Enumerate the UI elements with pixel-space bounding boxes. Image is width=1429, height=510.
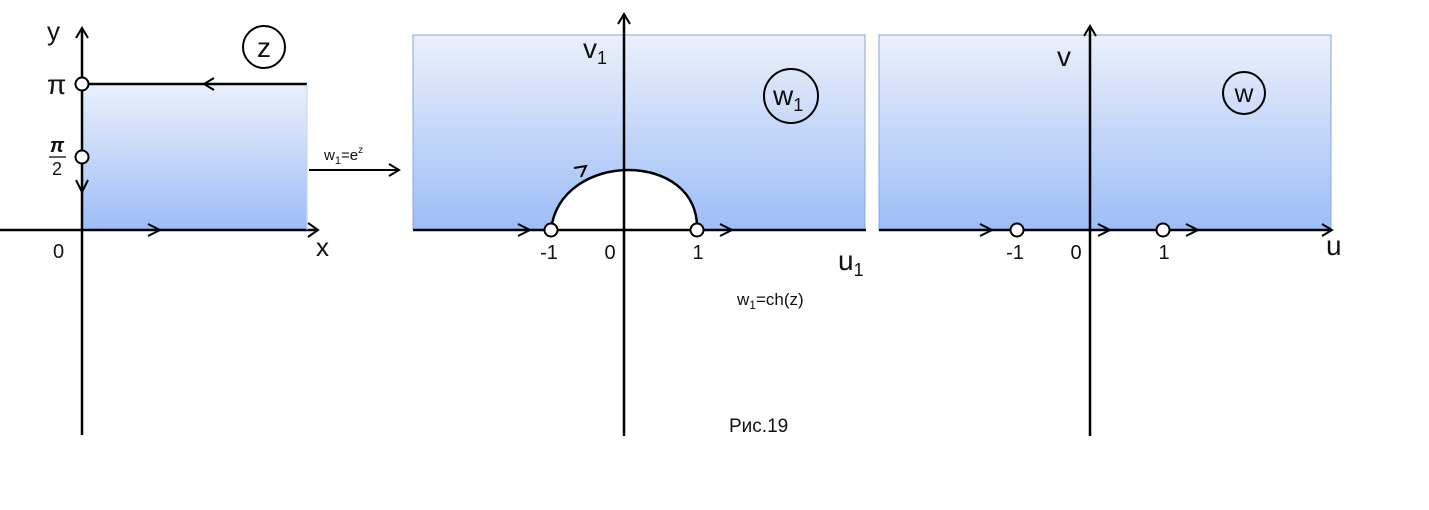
w1-plane-label: w1	[772, 80, 803, 115]
w-tick-minus1: -1	[1006, 242, 1024, 264]
w-axis-label-v: v	[1057, 41, 1071, 72]
w-v-axis-arrowhead	[1083, 24, 1097, 37]
w1-v-axis-arrowhead	[617, 12, 631, 25]
z-axis-label-y: y	[47, 16, 60, 46]
panel-z: z y x 0 π π 2	[0, 16, 329, 435]
z-tick-half-pi-den: 2	[52, 159, 62, 179]
w-plane-label: w	[1234, 78, 1254, 108]
mapping-exp-label: w1=ez	[323, 145, 363, 167]
mapping-exp: w1=ez	[309, 145, 401, 177]
z-bottom-direction-arrow	[147, 223, 163, 237]
z-plane-label-circle	[242, 25, 286, 69]
z-y-axis-arrowhead	[75, 26, 89, 39]
z-axis-label-x: x	[316, 232, 329, 262]
w-tick-0: 0	[1070, 242, 1081, 264]
w-point-1	[1155, 222, 1171, 238]
figure-caption: Рис.19	[729, 416, 788, 437]
z-plane-label: z	[257, 32, 271, 63]
w-plane-label-circle	[1222, 71, 1266, 115]
w-u-right-direction-arrow	[1185, 223, 1201, 237]
w-u-middle-direction-arrow	[1097, 223, 1113, 237]
z-origin-label: 0	[53, 241, 64, 263]
w1-point-minus1	[543, 222, 559, 238]
w1-tick-0: 0	[604, 242, 615, 264]
panel-w: w v u -1 0 1	[878, 24, 1342, 436]
w1-u-right-direction-arrow	[719, 223, 735, 237]
w1-semicircle-arc	[549, 168, 699, 231]
w-axis-label-u: u	[1326, 230, 1342, 261]
w1-axis-label-v: v1	[583, 33, 607, 68]
w1-tick-1: 1	[692, 242, 703, 264]
w-tick-1: 1	[1158, 242, 1169, 264]
z-tick-half-pi-num: π	[50, 135, 65, 157]
w1-arc-direction-arrow	[573, 164, 588, 178]
z-top-direction-arrow	[202, 77, 215, 91]
w-point-minus1	[1009, 222, 1025, 238]
z-strip-region	[82, 84, 307, 230]
w1-tick-minus1: -1	[540, 242, 558, 264]
z-left-direction-arrow	[75, 179, 89, 195]
mapping-ch-label: w1=ch(z)	[736, 290, 804, 312]
panel-w1: w1 v1 u1 -1 0 1	[412, 12, 866, 436]
w1-plane-label-circle	[763, 68, 819, 124]
z-point-pi	[74, 76, 90, 92]
z-x-axis-arrowhead	[307, 222, 320, 238]
w1-axis-label-u: u1	[838, 245, 864, 280]
w1-point-1	[689, 222, 705, 238]
mapping-exp-arrowhead	[388, 163, 401, 177]
z-tick-pi: π	[47, 69, 66, 100]
w-u-axis-arrowhead	[1321, 223, 1334, 237]
w-u-left-direction-arrow	[979, 223, 995, 237]
z-point-half-pi	[74, 149, 90, 165]
w-upper-half-plane	[878, 34, 1332, 231]
w1-u-left-direction-arrow	[517, 223, 533, 237]
